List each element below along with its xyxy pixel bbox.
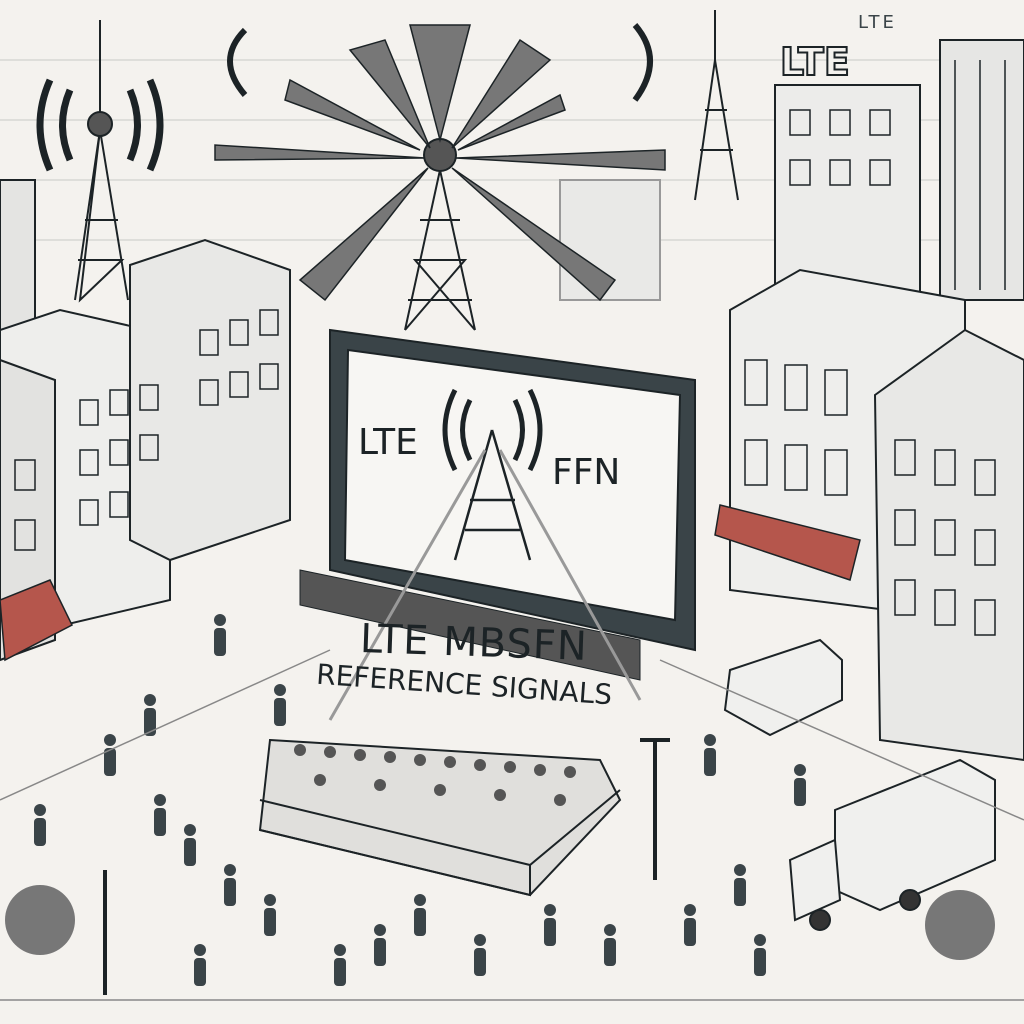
caption-lte-mbsfn: LTE MBSFN bbox=[359, 616, 589, 670]
awning-left bbox=[0, 579, 73, 662]
top-lte-label: LTE bbox=[858, 12, 897, 33]
building-tall-right bbox=[939, 39, 1024, 301]
street-edges bbox=[0, 649, 1024, 1001]
crowd-people bbox=[34, 614, 806, 986]
truck-large bbox=[788, 758, 996, 931]
billboard bbox=[299, 328, 696, 681]
windows-left bbox=[14, 309, 279, 551]
truck-small bbox=[723, 638, 843, 737]
building-bg-left bbox=[0, 179, 36, 331]
screen-ffn-text: FFN bbox=[552, 452, 621, 493]
tree-right bbox=[925, 890, 995, 960]
crowd-enclosure bbox=[258, 738, 622, 897]
signal-beams bbox=[328, 449, 642, 721]
screen-lte-text: LTE bbox=[358, 422, 418, 463]
awning-right bbox=[714, 504, 861, 581]
cell-tower-right bbox=[694, 10, 739, 201]
cell-tower-center bbox=[214, 23, 666, 331]
street-lamp-center bbox=[640, 738, 670, 880]
building-lte-sign: LTE bbox=[779, 39, 851, 85]
cell-tower-left bbox=[36, 20, 164, 303]
windows-right bbox=[744, 60, 1006, 636]
tree-left bbox=[5, 885, 75, 955]
crowd-in-pen bbox=[294, 744, 576, 806]
